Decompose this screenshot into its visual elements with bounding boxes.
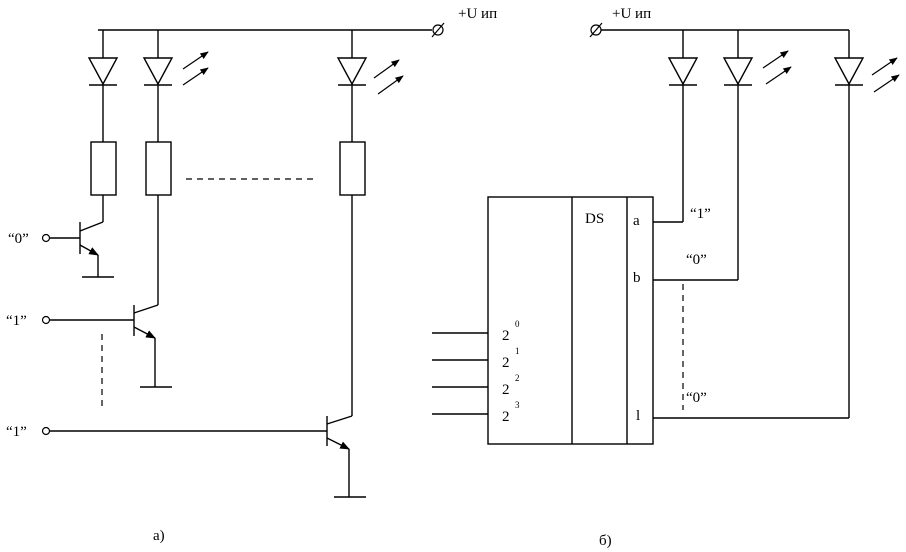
resistor xyxy=(145,141,172,196)
input-state-3: “1” xyxy=(6,424,27,440)
transistor-1 xyxy=(41,221,114,278)
input-exponent-1: 1 xyxy=(515,346,520,356)
caption-right: б) xyxy=(599,533,612,549)
led-icon xyxy=(722,57,754,86)
input-weight-2: 2 xyxy=(502,382,510,398)
led-column-3 xyxy=(336,30,404,416)
led-column-1 xyxy=(87,30,119,222)
output-l-label: l xyxy=(636,408,640,424)
input-exponent-0: 0 xyxy=(515,319,520,329)
input-weight-0: 2 xyxy=(502,328,510,344)
output-b-state: “0” xyxy=(686,252,707,268)
left-circuit: +U ип “0” xyxy=(6,6,497,544)
led-segment-l xyxy=(833,30,900,418)
right-circuit: +U ип xyxy=(432,6,900,549)
supply-terminal-right xyxy=(589,22,603,38)
led-icon xyxy=(667,57,699,86)
led-column-2 xyxy=(142,30,209,305)
light-emission-icon xyxy=(373,59,400,79)
supply-label-left: +U ип xyxy=(458,6,497,22)
decoder-label: DS xyxy=(585,211,604,227)
output-a-state: “1” xyxy=(690,206,711,222)
input-state-2: “1” xyxy=(6,313,27,329)
resistor xyxy=(90,141,117,196)
light-emission-icon xyxy=(871,57,898,76)
supply-terminal-left xyxy=(431,22,445,38)
output-a-label: a xyxy=(633,213,640,229)
transistor-3 xyxy=(41,415,366,498)
resistor xyxy=(339,141,366,196)
transistor-2 xyxy=(41,304,172,388)
led-segment-a xyxy=(667,30,699,222)
led-icon xyxy=(142,57,174,86)
input-exponent-3: 3 xyxy=(515,400,520,410)
input-exponent-2: 2 xyxy=(515,373,520,383)
caption-left: а) xyxy=(153,528,165,544)
led-icon xyxy=(336,57,368,86)
decoder-block xyxy=(487,196,654,445)
light-emission-icon xyxy=(762,50,789,69)
input-state-1: “0” xyxy=(8,231,29,247)
led-icon xyxy=(87,57,119,86)
led-segment-b xyxy=(722,30,792,280)
led-icon xyxy=(833,57,865,86)
output-l-state: “0” xyxy=(686,390,707,406)
output-b-label: b xyxy=(633,270,641,286)
light-emission-icon xyxy=(182,51,209,70)
input-weight-3: 2 xyxy=(502,409,510,425)
input-weight-1: 2 xyxy=(502,355,510,371)
supply-label-right: +U ип xyxy=(612,6,651,22)
